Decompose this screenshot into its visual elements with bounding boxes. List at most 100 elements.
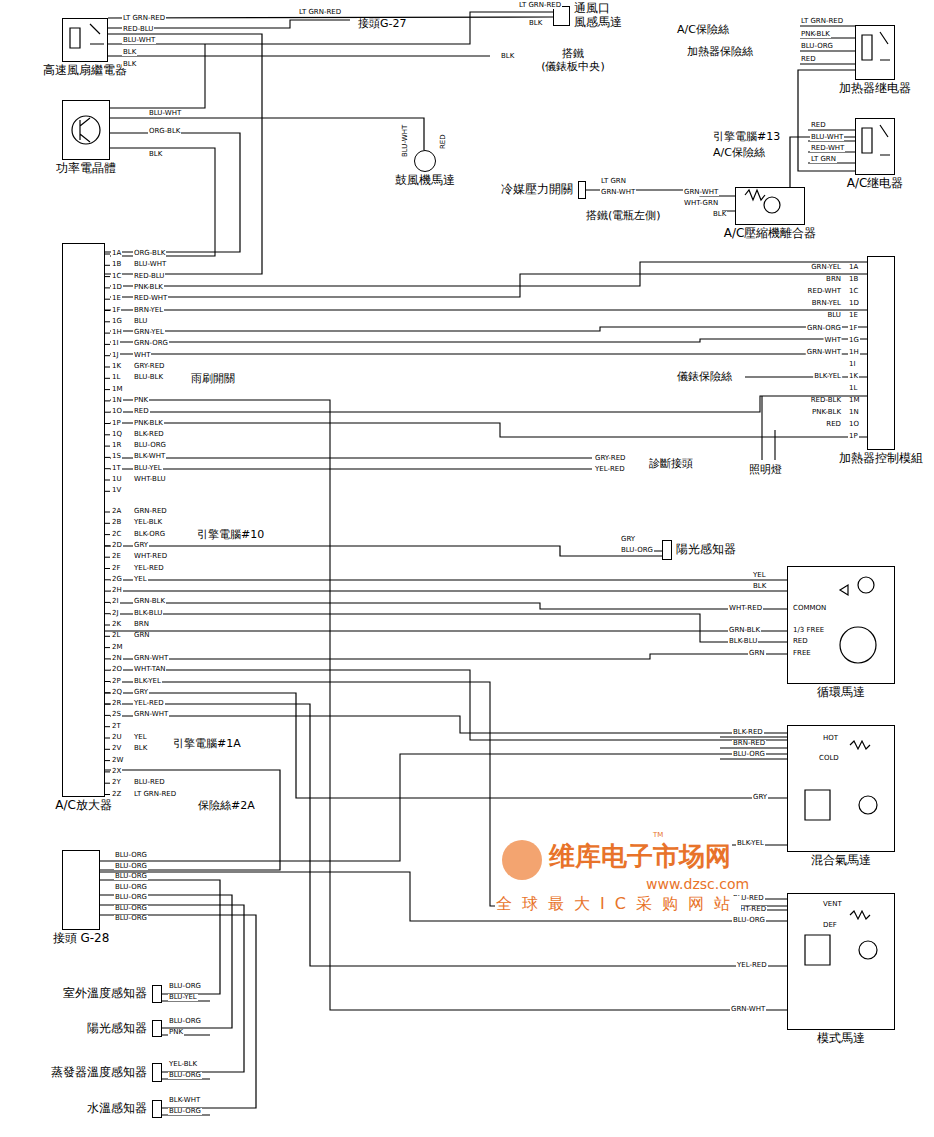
component-name: 陽光感知器 [676, 543, 736, 557]
wire-label: 1G [111, 318, 123, 325]
wire-label: A/C保險絲 [676, 24, 730, 35]
wire-label: BLU-ORG [168, 1108, 202, 1115]
wire-label: GRN [748, 650, 766, 657]
wire-label: GRN-ORG [133, 340, 169, 347]
switch-symbol [840, 627, 876, 663]
wire-label: GRY-RED [133, 363, 166, 370]
wire-label: YEL [133, 576, 148, 583]
wire-label: 1A [111, 250, 122, 257]
wire-label: 1M [111, 386, 124, 393]
wire-label: 加熱器保險絲 [686, 46, 754, 57]
pin-stub [105, 434, 110, 435]
wire-label: BRN [133, 621, 150, 628]
wire-label: 2I [111, 598, 120, 605]
component-box: 通風口 風感馬達 [553, 6, 570, 26]
component-box: 冷媒壓力開關 [578, 181, 586, 199]
wire-label: BRN [825, 276, 842, 283]
wire-label: 引擎電腦#10 [196, 529, 265, 540]
wire-label: 2U [111, 734, 123, 741]
wire-label: 1K [848, 373, 859, 380]
wire-label: BLU-ORG [620, 547, 654, 554]
wire-label: BLU-ORG [114, 905, 148, 912]
wire-label: WHT-BLU [133, 476, 167, 483]
component-name: 模式馬達 [817, 1032, 865, 1046]
component-name: A/C继电器 [847, 177, 904, 191]
pin-stub [105, 378, 110, 379]
component-name: A/C放大器 [55, 799, 112, 813]
component-name: 接頭 G-28 [53, 932, 110, 946]
wire-label: 1E [111, 295, 122, 302]
wire-label: BLU-ORG [732, 751, 766, 758]
wire-label: 搭鐵(電瓶左側) [585, 210, 662, 221]
motor-symbol [859, 796, 877, 814]
wire-label: GRY [133, 542, 149, 549]
pin-stub [105, 299, 110, 300]
wire-label: 搭鐵 (儀錶板中央) [530, 47, 616, 73]
wire-label: 2Z [111, 791, 122, 798]
wire-label: 1B [848, 276, 859, 283]
wire-label: RED [825, 421, 842, 428]
wire-connector [105, 133, 240, 252]
pin-stub [105, 333, 110, 334]
component-box: 蒸發器溫度感知器 [152, 1063, 162, 1082]
watermark: 维库电子市场网 [548, 843, 732, 869]
pin-stub [105, 412, 110, 413]
wire-label: BLU [827, 312, 842, 319]
wire-label: BLK [122, 61, 137, 68]
wire-label: BLU-ORG [133, 442, 167, 449]
watermark-logo [502, 840, 542, 880]
wire-label: 引擎電腦#13 [712, 131, 781, 142]
component-name: 室外溫度感知器 [63, 987, 147, 1001]
component-box: 高速風扇繼電器 [62, 18, 108, 62]
wire-label: WHT-GRN [683, 200, 719, 207]
wire-label: 診斷接頭 [648, 458, 694, 469]
wire-label: GRN-WHT [133, 711, 169, 718]
wire-label: BLK-BLU [728, 638, 758, 645]
wire-label: BLK [500, 53, 515, 60]
wire-label: 2O [111, 666, 123, 673]
pin-stub [105, 523, 110, 524]
wire-label: PNK-BLK [133, 284, 164, 291]
wire-label: 引擎電腦#1A [172, 738, 242, 749]
wire-label: 1I [111, 340, 120, 347]
wire-label: GRN-BLK [728, 627, 761, 634]
component-box: 陽光感知器 [152, 1020, 162, 1037]
wire-label: BLK-RED [133, 431, 165, 438]
wire-label: RED-BLU [133, 273, 165, 280]
pin-stub [105, 367, 110, 368]
wire-label: BLK-YEL [133, 678, 162, 685]
wire-label: 2L [111, 632, 121, 639]
wire-label: 1U [111, 476, 123, 483]
wire-label: 2P [111, 678, 122, 685]
pin-stub [105, 321, 110, 322]
wire-label: 2T [111, 723, 122, 730]
pin-stub [105, 715, 110, 716]
wire-label: 2F [111, 565, 121, 572]
wire-label: RED-WHT [807, 288, 842, 295]
wire-label: BLK [122, 49, 137, 56]
wire-label: BLK-WHT [168, 1097, 201, 1104]
component-box: 接頭 G-28 [62, 850, 100, 930]
wire-label: WHT-TAN [133, 666, 166, 673]
wire-connector [105, 309, 867, 310]
wire-label: 1N [848, 409, 860, 416]
component-box: A/C放大器 [62, 243, 105, 797]
wire-label: BLU-ORG [168, 1018, 202, 1025]
wire-label: VENT [822, 901, 843, 908]
component-name: 冷媒壓力開關 [501, 183, 573, 197]
wire-label: LT GRN-RED [298, 9, 342, 16]
wire-label: LT GRN-RED [800, 18, 844, 25]
wire-label: BLU-ORG [168, 1072, 202, 1079]
wire-label: 1O [848, 421, 860, 428]
wire-label: RED [440, 133, 447, 150]
wire-label: BLK [712, 211, 727, 218]
wire-label: BLK [752, 583, 767, 590]
pin-stub [105, 400, 110, 401]
wire-label: GRN-YEL [133, 329, 165, 336]
wire-label: BLU-WHT [148, 110, 182, 117]
component-box: 模式馬達 [787, 893, 895, 1030]
wire-label: 2J [111, 610, 120, 617]
wire-label: 雨刷開關 [190, 373, 236, 384]
wire-label: RED-WHT [810, 145, 845, 152]
pin-stub [105, 579, 110, 580]
